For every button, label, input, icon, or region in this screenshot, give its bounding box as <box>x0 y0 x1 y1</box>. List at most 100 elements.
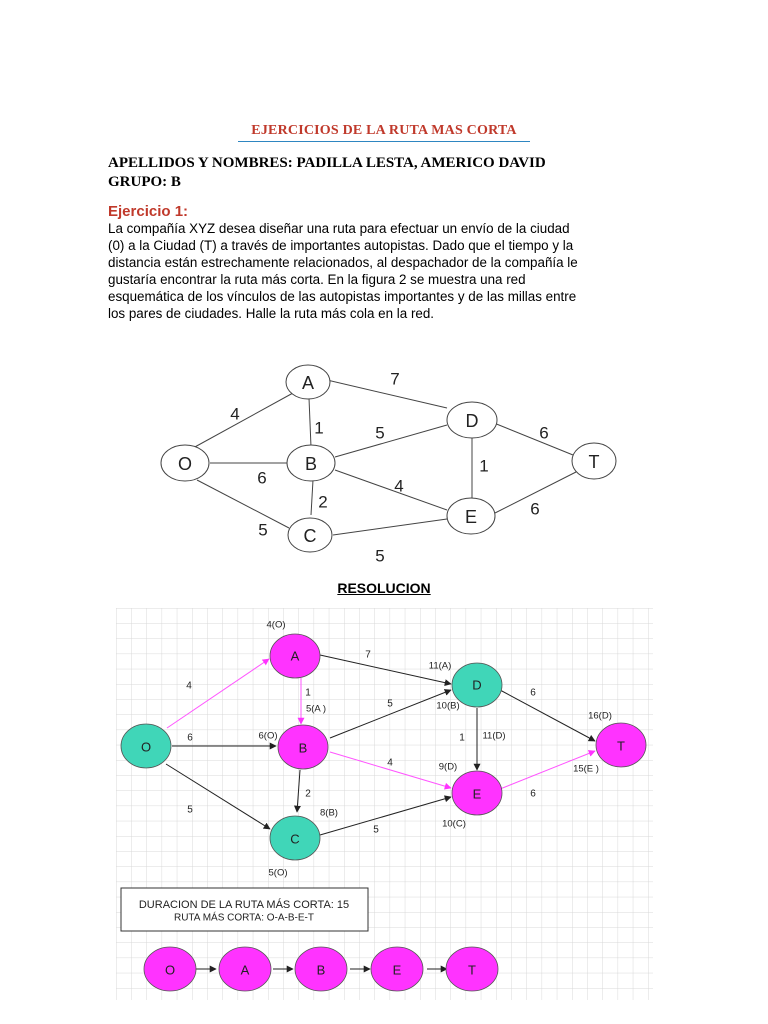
route-node-O <box>143 946 197 992</box>
solution-weight-BE: 4 <box>387 758 393 769</box>
solution-node-T-label: T <box>617 739 625 754</box>
route-node-T <box>445 946 499 992</box>
node-O <box>160 444 210 482</box>
weight-BC: 2 <box>318 493 327 512</box>
solution-node-C <box>269 815 321 861</box>
label-D2: 10(B) <box>436 701 459 712</box>
edge-BE <box>334 469 448 511</box>
paragraph-line: (0) a la Ciudad (T) a través de importan… <box>108 238 574 253</box>
node-T <box>571 442 617 480</box>
edge-CE <box>319 795 452 836</box>
weight-BD: 5 <box>375 424 384 443</box>
edge-OC <box>196 479 290 529</box>
label-T2: 15(E ) <box>573 764 599 775</box>
solution-node-D-label: D <box>472 678 481 693</box>
solution-node-C-label: C <box>290 832 299 847</box>
edge-CE <box>332 518 448 536</box>
edge-AB <box>308 397 312 448</box>
node-B <box>286 444 336 482</box>
node-D-label: D <box>466 411 479 431</box>
weight-BE: 4 <box>394 477 403 496</box>
weight-DT: 6 <box>539 424 548 443</box>
solution-weight-CE: 5 <box>373 825 379 836</box>
node-D <box>446 401 498 439</box>
title-underline <box>238 141 530 142</box>
solution-weight-DT: 6 <box>530 688 536 699</box>
node-T-label: T <box>589 452 600 472</box>
paragraph-line: esquemática de los vínculos de las autop… <box>108 289 577 304</box>
edge-DT <box>499 689 596 742</box>
solution-node-D <box>451 662 503 708</box>
solution-weight-OA: 4 <box>186 681 192 692</box>
edge-DT <box>493 422 574 456</box>
weight-AD: 7 <box>390 370 399 389</box>
solution-node-A-label: A <box>291 649 300 664</box>
edge-OA <box>192 392 294 449</box>
weight-ET: 6 <box>530 500 539 519</box>
edge-AD <box>319 654 452 687</box>
weight-OB: 6 <box>257 469 266 488</box>
solution-node-O-label: O <box>141 740 151 755</box>
label-E2: 9(D) <box>439 762 457 773</box>
edge-BD <box>334 424 448 458</box>
route-node-B-label: B <box>317 963 326 978</box>
paragraph-line: gustaría encontrar la ruta más corta. En… <box>108 272 526 287</box>
summary-box <box>120 887 369 932</box>
label-D1: 11(A) <box>429 661 452 672</box>
route-node-A-label: A <box>241 963 250 978</box>
solution-weight-ET: 6 <box>530 789 536 800</box>
route-node-E-label: E <box>393 963 402 978</box>
weight-CE: 5 <box>375 547 384 566</box>
solution-weight-OC: 5 <box>187 805 193 816</box>
label-T1: 16(D) <box>588 711 612 722</box>
weight-OA: 4 <box>230 405 239 424</box>
solution-weight-AB: 1 <box>305 688 311 699</box>
label-A: 4(O) <box>267 620 286 631</box>
exercise-paragraph: La compañía XYZ desea diseñar una ruta p… <box>108 220 628 322</box>
solution-weight-DE: 1 <box>459 733 465 744</box>
label-B2: 5(A ) <box>306 704 326 715</box>
group-line: GRUPO: B <box>108 174 181 190</box>
weight-OC: 5 <box>258 521 267 540</box>
node-E-label: E <box>465 507 477 527</box>
node-C <box>287 517 333 553</box>
route-node-O-label: O <box>165 963 175 978</box>
solution-node-E <box>451 770 503 816</box>
solution-weight-BC: 2 <box>305 789 311 800</box>
edge-BC <box>293 769 301 813</box>
summary-line-1: DURACION DE LA RUTA MÁS CORTA: 15 <box>139 898 349 911</box>
names-line: APELLIDOS Y NOMBRES: PADILLA LESTA, AMER… <box>108 155 546 171</box>
solution-weight-BD: 5 <box>387 699 393 710</box>
grid-background <box>116 608 653 1000</box>
solution-diagram: A O B D T E C 4(O) 6(O) 5(A ) 8(B) 5(O) … <box>116 608 653 1000</box>
edge-BE <box>329 751 452 790</box>
edge-AD <box>326 379 448 409</box>
weight-AB: 1 <box>314 419 323 438</box>
route-node-E <box>370 946 424 992</box>
label-B1: 6(O) <box>259 731 278 742</box>
network-diagram: A O B D T E C 4 7 1 6 5 4 2 1 6 6 5 5 <box>160 364 617 566</box>
label-C1: 8(B) <box>320 808 338 819</box>
route-node-A <box>218 946 272 992</box>
paragraph-line: distancia están estrechamente relacionad… <box>108 255 578 270</box>
node-B-label: B <box>305 454 317 474</box>
node-A <box>285 364 331 400</box>
edge-ET <box>494 471 577 514</box>
paragraph-line: los pares de ciudades. Halle la ruta más… <box>108 306 435 321</box>
summary-line-2: RUTA MÁS CORTA: O-A-B-E-T <box>174 911 314 924</box>
edge-OA <box>166 658 270 729</box>
solution-node-T <box>595 722 647 768</box>
label-C2: 5(O) <box>269 868 288 879</box>
solution-node-B-label: B <box>299 741 308 756</box>
route-node-T-label: T <box>468 963 476 978</box>
node-O-label: O <box>178 454 192 474</box>
solution-node-A <box>269 633 321 679</box>
edge-BC <box>310 479 314 516</box>
label-E1: 11(D) <box>482 731 505 742</box>
document-title: EJERCICIOS DE LA RUTA MAS CORTA <box>251 123 517 138</box>
label-E3: 10(C) <box>442 819 466 830</box>
node-E <box>446 497 496 535</box>
node-C-label: C <box>304 526 317 546</box>
solution-node-E-label: E <box>473 787 482 802</box>
solution-weight-OB: 6 <box>187 733 193 744</box>
